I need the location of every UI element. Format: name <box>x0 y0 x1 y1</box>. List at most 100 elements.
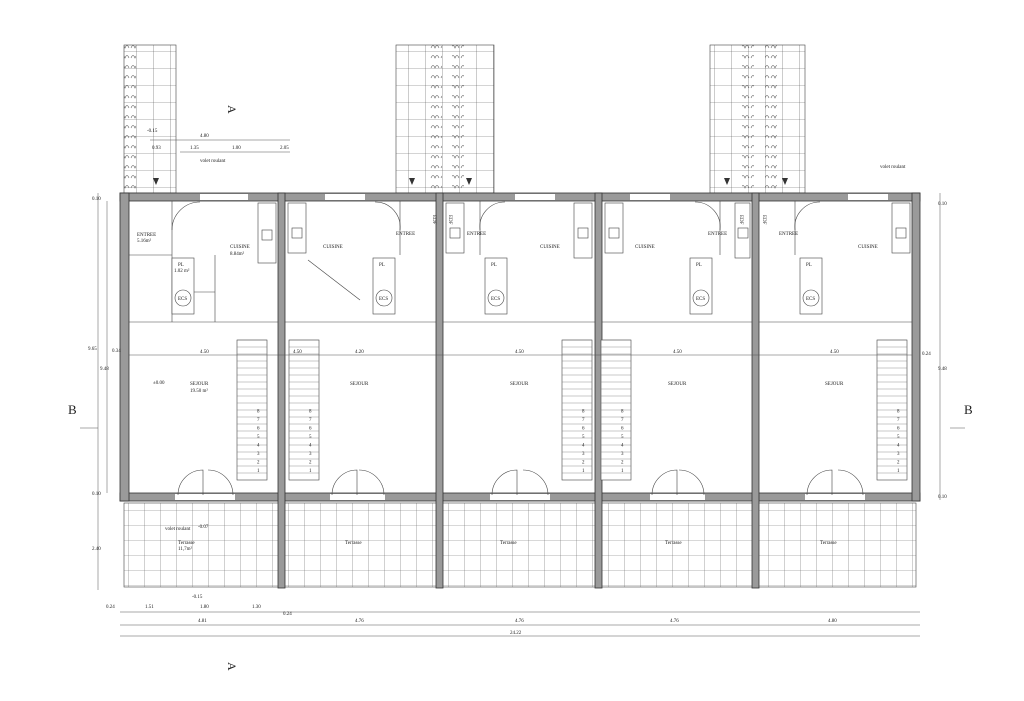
unit4-ecs: ECS <box>696 297 705 302</box>
dim-left-4: 0.34 <box>112 349 121 354</box>
bottom-dimensions: 0.24 1.51 1.80 1.30 0.24 4.81 4.76 4.76 … <box>106 605 837 636</box>
stair-number: 1 <box>257 469 260 474</box>
unit1-level-c: -0.15 <box>192 595 203 600</box>
stair-number: 3 <box>309 452 312 457</box>
stair-number: 8 <box>621 410 624 415</box>
kitchen-counters <box>257 202 911 264</box>
section-labels: A A B B <box>68 105 973 671</box>
section-a-bottom: A <box>225 662 239 671</box>
unit1-sejour-area: 19.50 m² <box>190 388 208 394</box>
stair-number: 2 <box>582 461 585 466</box>
entry-arrows <box>153 178 788 185</box>
dimension-lines <box>80 139 965 637</box>
stair-number: 2 <box>621 461 624 466</box>
dim-right-1: 0.10 <box>938 202 947 207</box>
section-a-top: A <box>225 105 239 114</box>
dim-right-4: 0.10 <box>938 495 947 500</box>
dim-right-2: 9.48 <box>938 367 947 372</box>
terrace-tiles <box>123 502 917 588</box>
stair-number: 3 <box>582 452 585 457</box>
dim-u5: 4.80 <box>828 619 837 624</box>
unit3-w: 4.50 <box>515 350 524 355</box>
unit5-terrasse: Terrasse <box>820 541 837 546</box>
dim-b1: 0.24 <box>106 605 115 610</box>
dim-1-35: 1.35 <box>190 146 199 151</box>
unit4-sejour: SEJOUR <box>668 382 687 387</box>
stair-number: 4 <box>621 444 624 449</box>
unit1-entree: ENTREE <box>137 233 156 238</box>
stair-number: 6 <box>257 427 260 432</box>
unit1-w1: 4.50 <box>200 350 209 355</box>
pl-cupboards <box>171 257 823 315</box>
stair-number: 1 <box>897 469 900 474</box>
unit3-cuisine: CUISINE <box>540 245 560 250</box>
interior-partitions <box>129 201 912 323</box>
stair-number: 8 <box>257 410 260 415</box>
dim-2-05: 2.05 <box>280 146 289 151</box>
unit2-terrasse: Terrasse <box>345 541 362 546</box>
stair-number: 4 <box>582 444 585 449</box>
dim-left-5: 0.10 <box>92 492 101 497</box>
stair-number: 7 <box>309 418 312 423</box>
unit5-pl: PL <box>806 263 812 268</box>
dim-b2: 1.51 <box>145 605 154 610</box>
stair-number: 7 <box>582 418 585 423</box>
unit1-level: ±0.00 <box>153 381 165 386</box>
dim-4-80: 4.80 <box>200 134 209 139</box>
other-units-labels: ENTREE CUISINE PL ECS SEJOUR Terrasse 4.20 EDF E… <box>323 215 878 546</box>
unit1-sejour: SEJOUR <box>190 382 209 387</box>
stair-number: 1 <box>309 469 312 474</box>
stair-number: 5 <box>309 435 312 440</box>
dim-b3: 1.80 <box>200 605 209 610</box>
stair-number: 8 <box>582 410 585 415</box>
level-top: -0.15 <box>147 129 158 134</box>
unit1-w2: 4.50 <box>293 350 302 355</box>
volet-top: volet roulant <box>200 159 226 164</box>
unit1-pl-area: 1.02 m² <box>174 268 190 274</box>
unit3-terrasse: Terrasse <box>500 541 517 546</box>
stair-number: 1 <box>582 469 585 474</box>
unit5-ecs: ECS <box>806 297 815 302</box>
stair-number: 5 <box>621 435 624 440</box>
stair-number: 6 <box>582 427 585 432</box>
unit3-ecs: ECS <box>491 297 500 302</box>
unit5-w: 4.50 <box>830 350 839 355</box>
unit2-pl: PL <box>379 263 385 268</box>
unit5-cuisine: CUISINE <box>858 245 878 250</box>
unit1-cuisine-area: 8.84m² <box>230 251 245 257</box>
dim-u1: 4.81 <box>198 619 207 624</box>
dim-b4: 1.30 <box>252 605 261 610</box>
dim-left-1: 0.10 <box>92 197 101 202</box>
unit1-pl: PL <box>178 263 184 268</box>
unit3-pl: PL <box>491 263 497 268</box>
stair-number: 6 <box>309 427 312 432</box>
edf-label-2: EDF <box>431 215 436 225</box>
dim-left-3: 9.48 <box>100 367 109 372</box>
dim-left-6: 2.40 <box>92 547 101 552</box>
path-tiles-top <box>123 44 806 194</box>
stair-number: 3 <box>897 452 900 457</box>
stair-treads <box>237 339 907 474</box>
stair-number: 8 <box>897 410 900 415</box>
unit1-volet: volet roulant <box>165 527 191 532</box>
unit3-entree: ENTREE <box>467 232 486 237</box>
dim-right-3: 0.24 <box>922 352 931 357</box>
unit3-sejour: SEJOUR <box>510 382 529 387</box>
dim-0-93: 0.93 <box>152 146 161 151</box>
unit1-ecs: ECS <box>178 297 187 302</box>
dim-total: 24.22 <box>510 631 522 636</box>
stair-number: 5 <box>897 435 900 440</box>
left-dimensions: 0.10 9.65 9.48 0.34 0.10 2.40 <box>88 197 121 552</box>
unit2-w: 4.20 <box>355 350 364 355</box>
stair-number: 1 <box>621 469 624 474</box>
dim-left-2: 9.65 <box>88 347 97 352</box>
stair-number: 7 <box>257 418 260 423</box>
dim-b5: 0.24 <box>283 612 292 617</box>
stair-number: 4 <box>309 444 312 449</box>
volet-right: volet roulant <box>880 165 906 170</box>
stair-number: 7 <box>621 418 624 423</box>
stair-number: 5 <box>257 435 260 440</box>
stair-number: 8 <box>309 410 312 415</box>
unit1-terrasse-area: 11,7m² <box>178 546 192 552</box>
